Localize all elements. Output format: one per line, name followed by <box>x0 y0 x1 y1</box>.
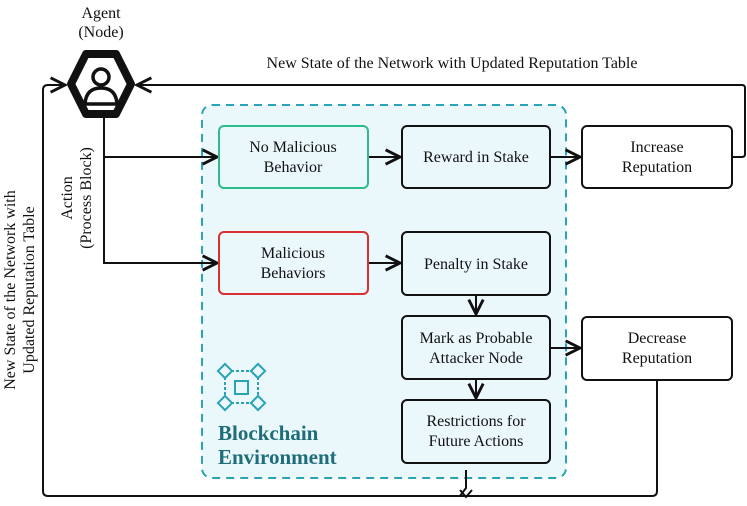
action-label-line2: (Process Block) <box>78 147 95 249</box>
box-increase-line1: Increase <box>630 139 683 156</box>
agent-title-line1: Agent <box>81 5 121 22</box>
box-restrictions-line2: Future Actions <box>429 433 524 450</box>
arrow-agent-to-no-malicious <box>103 118 217 157</box>
environment-label-line2: Environment <box>218 445 337 469</box>
arrow-agent-to-malicious <box>103 157 217 263</box>
box-no-malicious[interactable]: No Malicious Behavior <box>218 125 369 189</box>
box-increase-reputation[interactable]: Increase Reputation <box>581 125 733 189</box>
box-reward[interactable]: Reward in Stake <box>401 125 551 189</box>
box-penalty-line1: Penalty in Stake <box>424 256 528 273</box>
arrow-decrease-feedback-loop <box>42 85 658 497</box>
left-feedback-label-line1: New State of the Network with <box>2 190 19 390</box>
box-decrease-reputation[interactable]: Decrease Reputation <box>581 316 733 381</box>
box-increase-line2: Reputation <box>622 159 692 176</box>
box-malicious-line2: Behaviors <box>261 265 326 282</box>
box-no-malicious-line2: Behavior <box>264 159 323 176</box>
box-decrease-line1: Decrease <box>628 330 687 347</box>
environment-label-line1: Blockchain <box>218 421 319 445</box>
left-feedback-label-line2: Updated Reputation Table <box>21 206 38 373</box>
box-malicious[interactable]: Malicious Behaviors <box>218 231 369 295</box>
box-malicious-line1: Malicious <box>261 245 325 262</box>
box-restrictions-line1: Restrictions for <box>426 413 526 430</box>
bottom-arrowhead <box>459 489 473 499</box>
box-mark-line2: Attacker Node <box>429 350 523 367</box>
box-no-malicious-line1: No Malicious <box>249 139 337 156</box>
agent-title-line2: (Node) <box>78 24 123 41</box>
box-penalty[interactable]: Penalty in Stake <box>401 231 551 296</box>
box-mark-attacker[interactable]: Mark as Probable Attacker Node <box>401 315 551 380</box>
action-label-line1: Action <box>59 176 76 220</box>
box-mark-line1: Mark as Probable <box>420 330 533 347</box>
box-restrictions[interactable]: Restrictions for Future Actions <box>401 399 551 464</box>
box-reward-line1: Reward in Stake <box>423 149 529 166</box>
top-feedback-label: New State of the Network with Updated Re… <box>267 55 638 72</box>
box-decrease-line2: Reputation <box>622 350 692 367</box>
blockchain-network-icon <box>216 362 267 412</box>
user-hexagon-icon[interactable] <box>67 50 135 118</box>
arrow-increase-feedback-to-agent <box>137 85 746 158</box>
